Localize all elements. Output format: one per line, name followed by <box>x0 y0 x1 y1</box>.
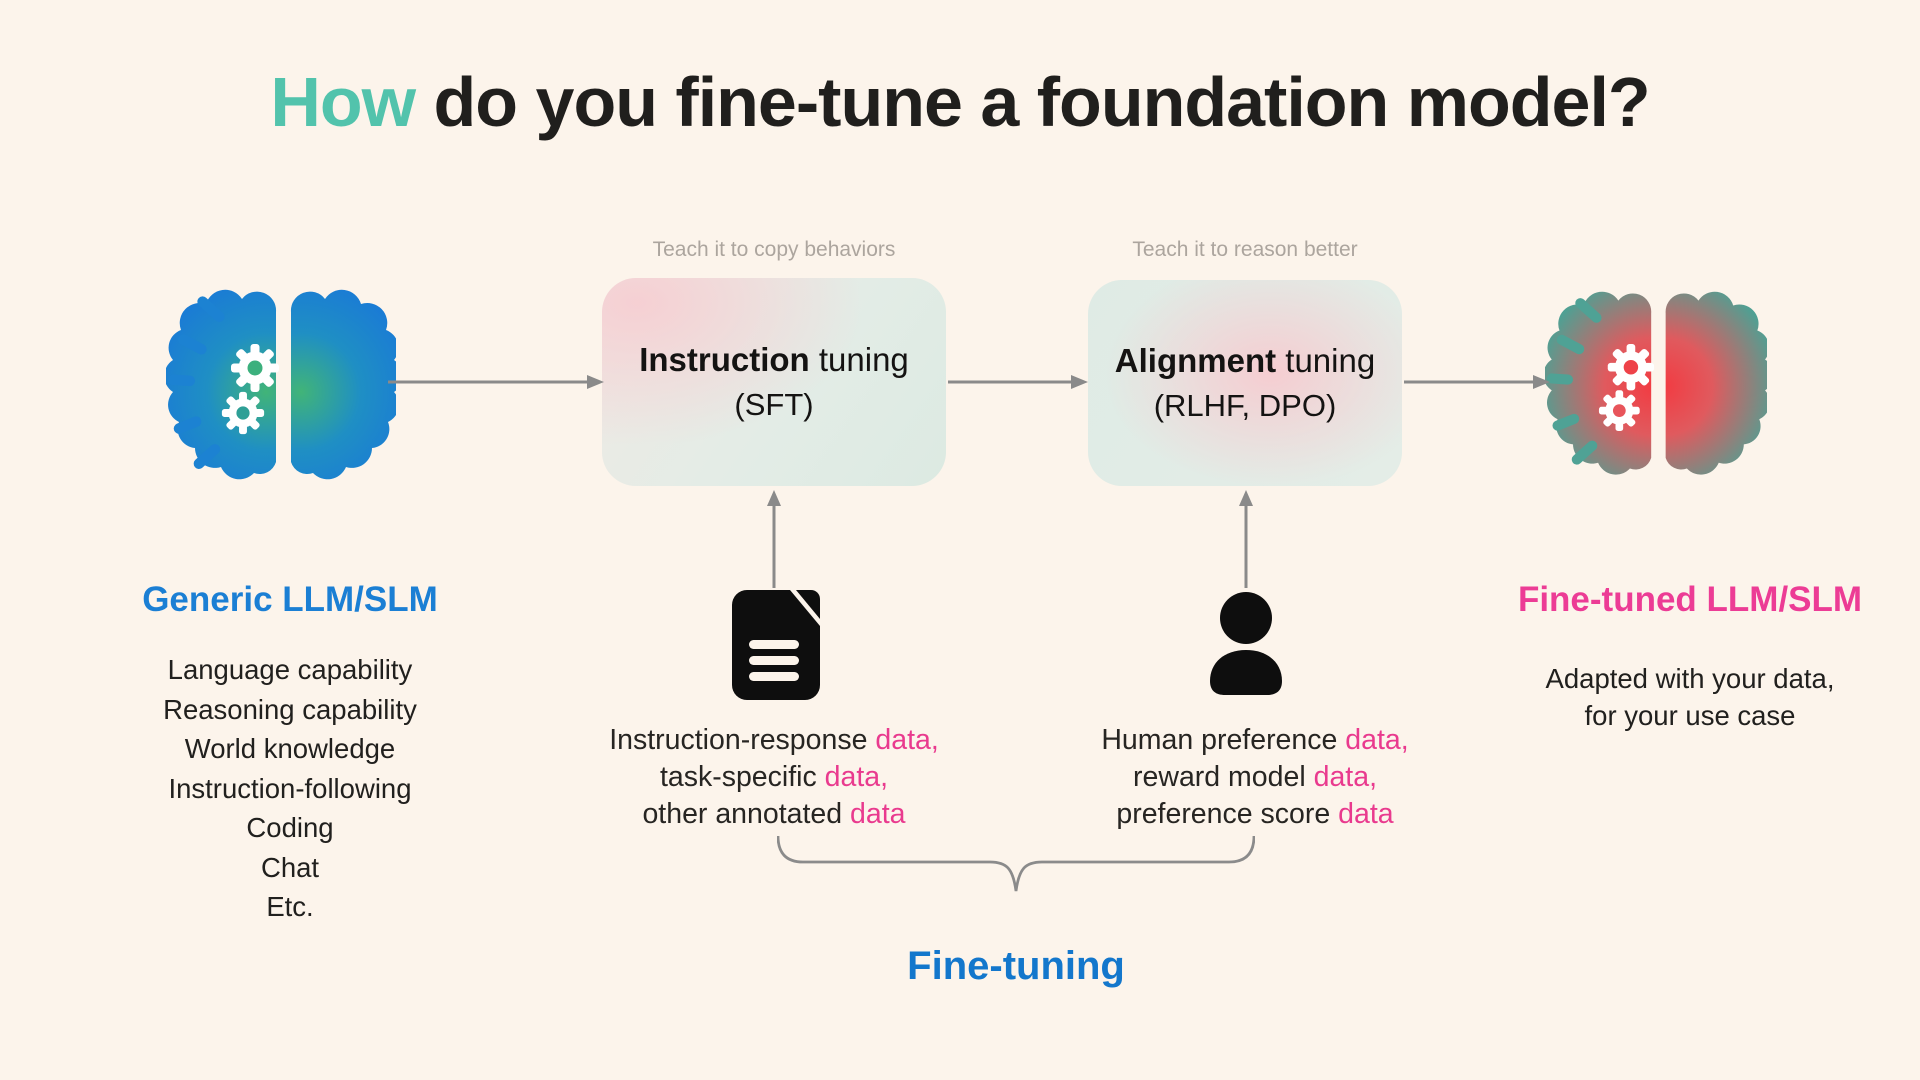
finetuned-model-heading: Fine-tuned LLM/SLM <box>1517 580 1863 619</box>
gear-icon <box>1598 344 1655 432</box>
alignment-data-list: Human preference data, reward model data… <box>965 722 1545 833</box>
brain-right-hemisphere <box>290 289 396 480</box>
finetuned-brain-icon <box>1545 291 1767 475</box>
arrow-instruction-to-alignment <box>948 375 1088 389</box>
title-highlight: How <box>270 63 416 141</box>
arrow-generic-to-instruction <box>388 375 604 389</box>
gear-icon <box>221 344 279 435</box>
finetuned-model-description: Adapted with your data, for your use cas… <box>1440 660 1920 734</box>
generic-model-capabilities: Language capability Reasoning capability… <box>40 650 540 927</box>
alignment-tuning-box: Alignment tuning (RLHF, DPO) <box>1088 280 1402 486</box>
data-line: preference score data <box>1116 798 1394 830</box>
capability-item: Etc. <box>266 891 314 922</box>
alignment-tuning-title: Alignment tuning <box>1114 342 1376 379</box>
spark-dashes <box>168 296 225 469</box>
instruction-tuning-box: Instruction tuning (SFT) <box>602 278 946 486</box>
capability-item: Reasoning capability <box>163 693 417 725</box>
brain-right-hemisphere <box>1665 291 1767 475</box>
fine-tuning-brace <box>777 836 1255 892</box>
instruction-tuning-subtitle: (SFT) <box>734 387 814 422</box>
data-line: Human preference data, <box>1101 724 1409 756</box>
description-line: for your use case <box>1584 700 1796 731</box>
arrow-instruction-data <box>767 490 781 588</box>
data-line: reward model data, <box>1133 761 1377 793</box>
capability-item: World knowledge <box>184 733 396 764</box>
data-line: Instruction-response data, <box>609 724 939 756</box>
data-line: other annotated data <box>642 798 906 830</box>
instruction-caption: Teach it to copy behaviors <box>652 238 896 261</box>
instruction-tuning-title: Instruction tuning <box>639 341 909 378</box>
title-rest: do you fine-tune a foundation model? <box>415 63 1651 141</box>
capability-item: Chat <box>260 851 320 883</box>
capability-item: Coding <box>246 812 334 843</box>
generic-model-heading: Generic LLM/SLM <box>142 580 438 619</box>
alignment-caption: Teach it to reason better <box>1132 238 1358 261</box>
fine-tuning-label: Fine-tuning <box>907 944 1125 988</box>
document-icon <box>732 590 820 700</box>
instruction-data-list: Instruction-response data, task-specific… <box>484 722 1064 833</box>
generic-brain-icon <box>166 289 396 480</box>
spark-dashes <box>1546 298 1602 465</box>
capability-item: Instruction-following <box>168 772 412 804</box>
capability-item: Language capability <box>167 654 413 685</box>
description-line: Adapted with your data, <box>1545 663 1835 694</box>
page-title: How do you fine-tune a foundation model? <box>0 62 1920 142</box>
arrow-alignment-to-finetuned <box>1404 375 1550 389</box>
data-line: task-specific data, <box>659 761 889 793</box>
alignment-tuning-subtitle: (RLHF, DPO) <box>1153 388 1337 423</box>
person-icon <box>1210 592 1282 695</box>
arrow-alignment-data <box>1239 490 1253 588</box>
